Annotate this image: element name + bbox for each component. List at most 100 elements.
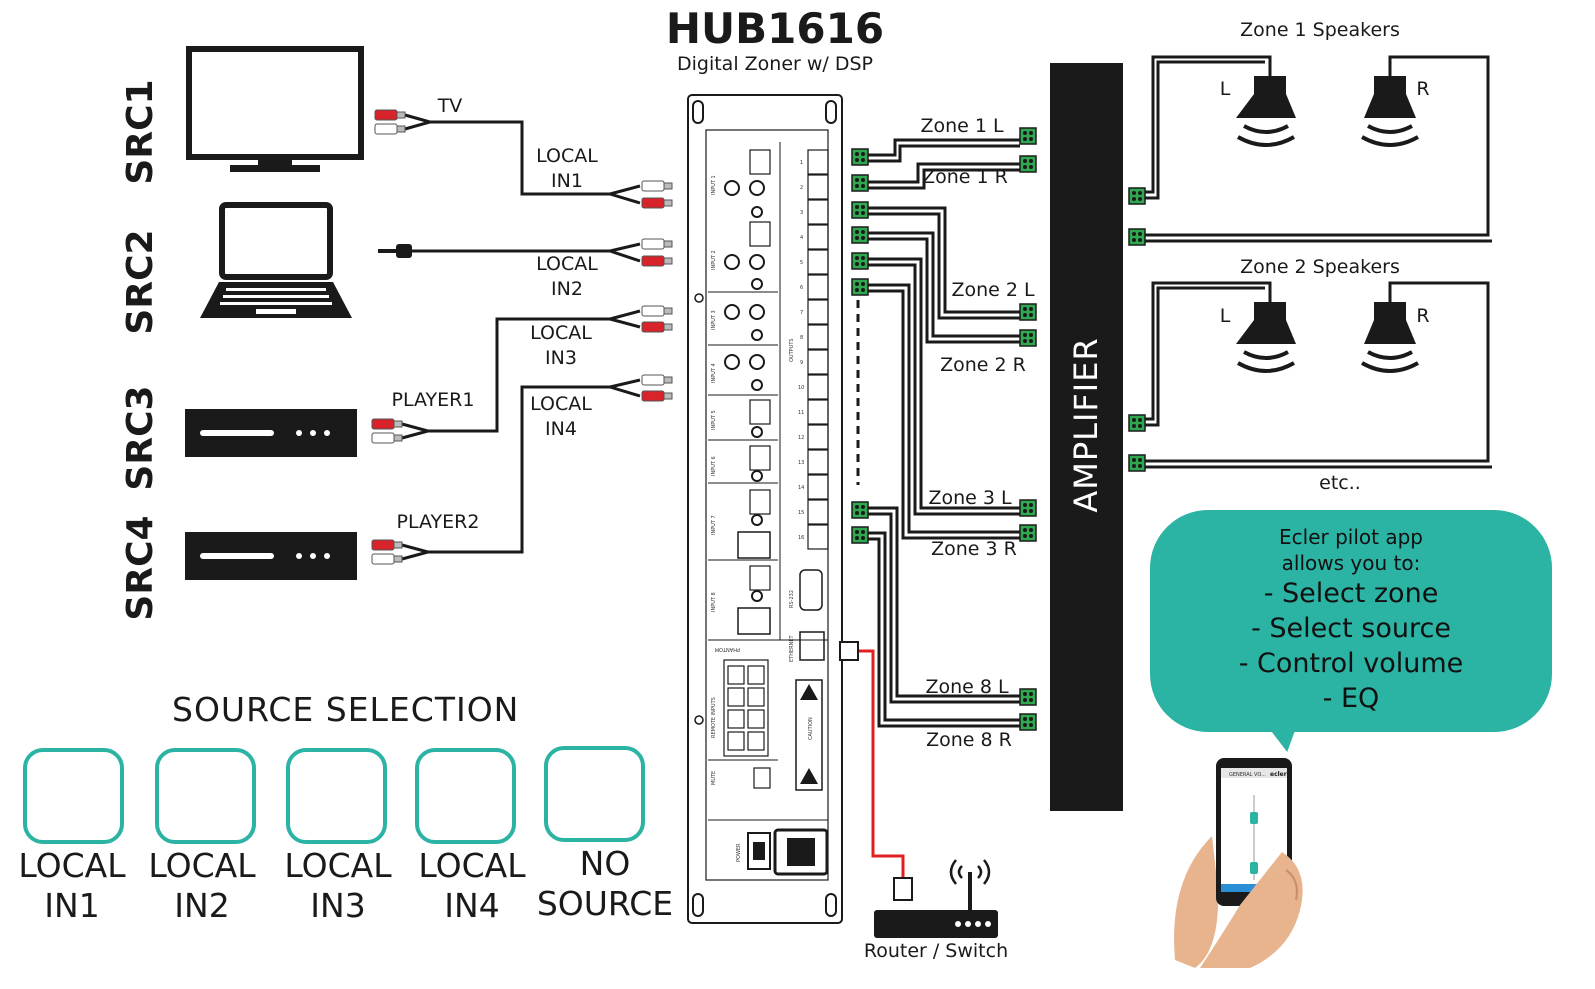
source-button-local-in2[interactable] (155, 748, 256, 844)
zone-1-right-channel: R (1416, 78, 1429, 100)
source-label-local-in3: LOCAL IN3 (273, 846, 403, 926)
ethernet-port: ETHERNET (789, 631, 825, 662)
local-in3-label-line2: IN3 (545, 347, 577, 369)
output-number-11: 11 (798, 410, 804, 416)
zone-1-l-label: Zone 1 L (920, 115, 1004, 137)
zone-1-speakers-label: Zone 1 Speakers (1240, 19, 1400, 41)
input-label-3: INPUT 3 (711, 310, 717, 330)
speaker-wires (1145, 55, 1492, 469)
app-feature-select-source: - Select source (1251, 613, 1451, 644)
device-subtitle: Digital Zoner w/ DSP (677, 53, 873, 75)
output-number-14: 14 (798, 485, 804, 491)
source-button-no-source[interactable] (544, 746, 645, 842)
source-label-local-in2-line2: IN2 (174, 886, 230, 925)
gain-knobs (751, 206, 763, 602)
device-title: HUB1616 (666, 4, 884, 53)
source-cables (400, 113, 641, 561)
source-label-local-in4: LOCAL IN4 (407, 846, 537, 926)
output-number-10: 10 (798, 385, 804, 391)
caution-label-block: CAUTION (795, 679, 823, 791)
source-label-local-in1: LOCAL IN1 (7, 846, 137, 926)
source-label-local-in1-line1: LOCAL (18, 846, 126, 885)
amp-output-plugs (1128, 187, 1146, 472)
rs232-label: RS-232 (789, 590, 795, 608)
input-labels: INPUT 1 INPUT 2 INPUT 3 INPUT 4 INPUT 5 … (711, 175, 717, 612)
source-button-local-in4[interactable] (415, 748, 516, 844)
output-number-12: 12 (798, 435, 804, 441)
input-label-1: INPUT 1 (711, 175, 717, 195)
speaker-icon (1236, 76, 1296, 147)
source-label-local-in4-line1: LOCAL (418, 846, 526, 885)
output-number-2: 2 (800, 185, 803, 191)
src-label-4: SRC4 (120, 515, 161, 620)
zone-2-r-label: Zone 2 R (940, 354, 1026, 376)
zone-2-left-channel: L (1220, 305, 1231, 327)
output-number-8: 8 (800, 335, 803, 341)
input-label-8: INPUT 8 (711, 592, 717, 612)
output-number-5: 5 (800, 260, 803, 266)
source-label-local-in2: LOCAL IN2 (137, 846, 267, 926)
input-label-5: INPUT 5 (711, 410, 717, 430)
speaker-icons (1236, 76, 1419, 373)
source-selection-title: SOURCE SELECTION (172, 690, 520, 729)
output-number-7: 7 (800, 310, 803, 316)
ethernet-plug-icon (839, 641, 913, 901)
etc-label: etc.. (1319, 472, 1361, 494)
src-label-2: SRC2 (120, 229, 161, 334)
player2-icon (185, 532, 357, 580)
app-feature-bubble: Ecler pilot app allows you to: - Select … (1150, 510, 1552, 732)
zone-8-l-label: Zone 8 L (925, 676, 1009, 698)
power-label: POWER (736, 843, 742, 862)
phone-volume-slider[interactable] (1250, 812, 1258, 824)
input-label-6: INPUT 6 (711, 456, 717, 476)
cable-label-tv: TV (437, 95, 463, 117)
output-number-1: 1 (800, 160, 803, 166)
mute-label: MUTE (711, 771, 717, 785)
hub1616-device: 1 2 3 4 5 6 7 8 9 10 11 12 13 14 15 16 I… (687, 94, 860, 924)
zone-output-labels: Zone 1 L Zone 1 R Zone 2 L Zone 2 R Zone… (920, 115, 1035, 751)
output-number-9: 9 (800, 360, 803, 366)
output-number-16: 16 (798, 535, 804, 541)
remote-inputs-block (723, 659, 769, 757)
phone-volume-slider-2[interactable] (1250, 862, 1258, 874)
source-button-local-in3[interactable] (286, 748, 387, 844)
cable-label-player1: PLAYER1 (392, 389, 475, 411)
speaker-icon (1236, 302, 1296, 373)
remote-inputs-label: REMOTE INPUTS (711, 697, 717, 738)
router-icon (874, 859, 998, 938)
source-label-local-in1-line2: IN1 (44, 886, 100, 925)
phantom-label: PHANTOM (715, 646, 740, 652)
pager-ports (737, 531, 771, 635)
input-terminals (749, 149, 771, 591)
output-number-4: 4 (800, 235, 803, 241)
zone-3-l-label: Zone 3 L (928, 487, 1012, 509)
phone-brand-text: ecler (1270, 771, 1287, 778)
output-number-3: 3 (800, 210, 803, 216)
rca-plugs-source (371, 109, 406, 565)
output-number-6: 6 (800, 285, 803, 291)
source-button-local-in1[interactable] (23, 748, 124, 844)
app-feature-eq: - EQ (1322, 683, 1380, 714)
amplifier: AMPLIFIER (1050, 63, 1123, 811)
mute-terminal (753, 767, 771, 789)
output-terminals (807, 149, 829, 550)
output-number-15: 15 (798, 510, 804, 516)
source-label-local-in3-line2: IN3 (310, 886, 366, 925)
tv-icon (186, 46, 364, 172)
source-label-no-source: NO SOURCE (530, 844, 680, 924)
zone-2-l-label: Zone 2 L (951, 279, 1035, 301)
player1-icon (185, 409, 357, 457)
speaker-icon (1361, 302, 1419, 373)
source-label-no-source-line1: NO (579, 844, 631, 883)
minijack-plug (378, 244, 412, 258)
output-numbers: 1 2 3 4 5 6 7 8 9 10 11 12 13 14 15 16 (798, 160, 804, 541)
phone-header-text: GENERAL VO... (1229, 772, 1266, 778)
input-label-4: INPUT 4 (711, 363, 717, 383)
input-label-2: INPUT 2 (711, 250, 717, 270)
amplifier-label: AMPLIFIER (1067, 337, 1105, 512)
local-in4-label-line1: LOCAL (530, 393, 592, 415)
app-feature-control-volume: - Control volume (1238, 648, 1464, 679)
zone-wires (868, 138, 1020, 728)
ethernet-label: ETHERNET (789, 634, 795, 662)
